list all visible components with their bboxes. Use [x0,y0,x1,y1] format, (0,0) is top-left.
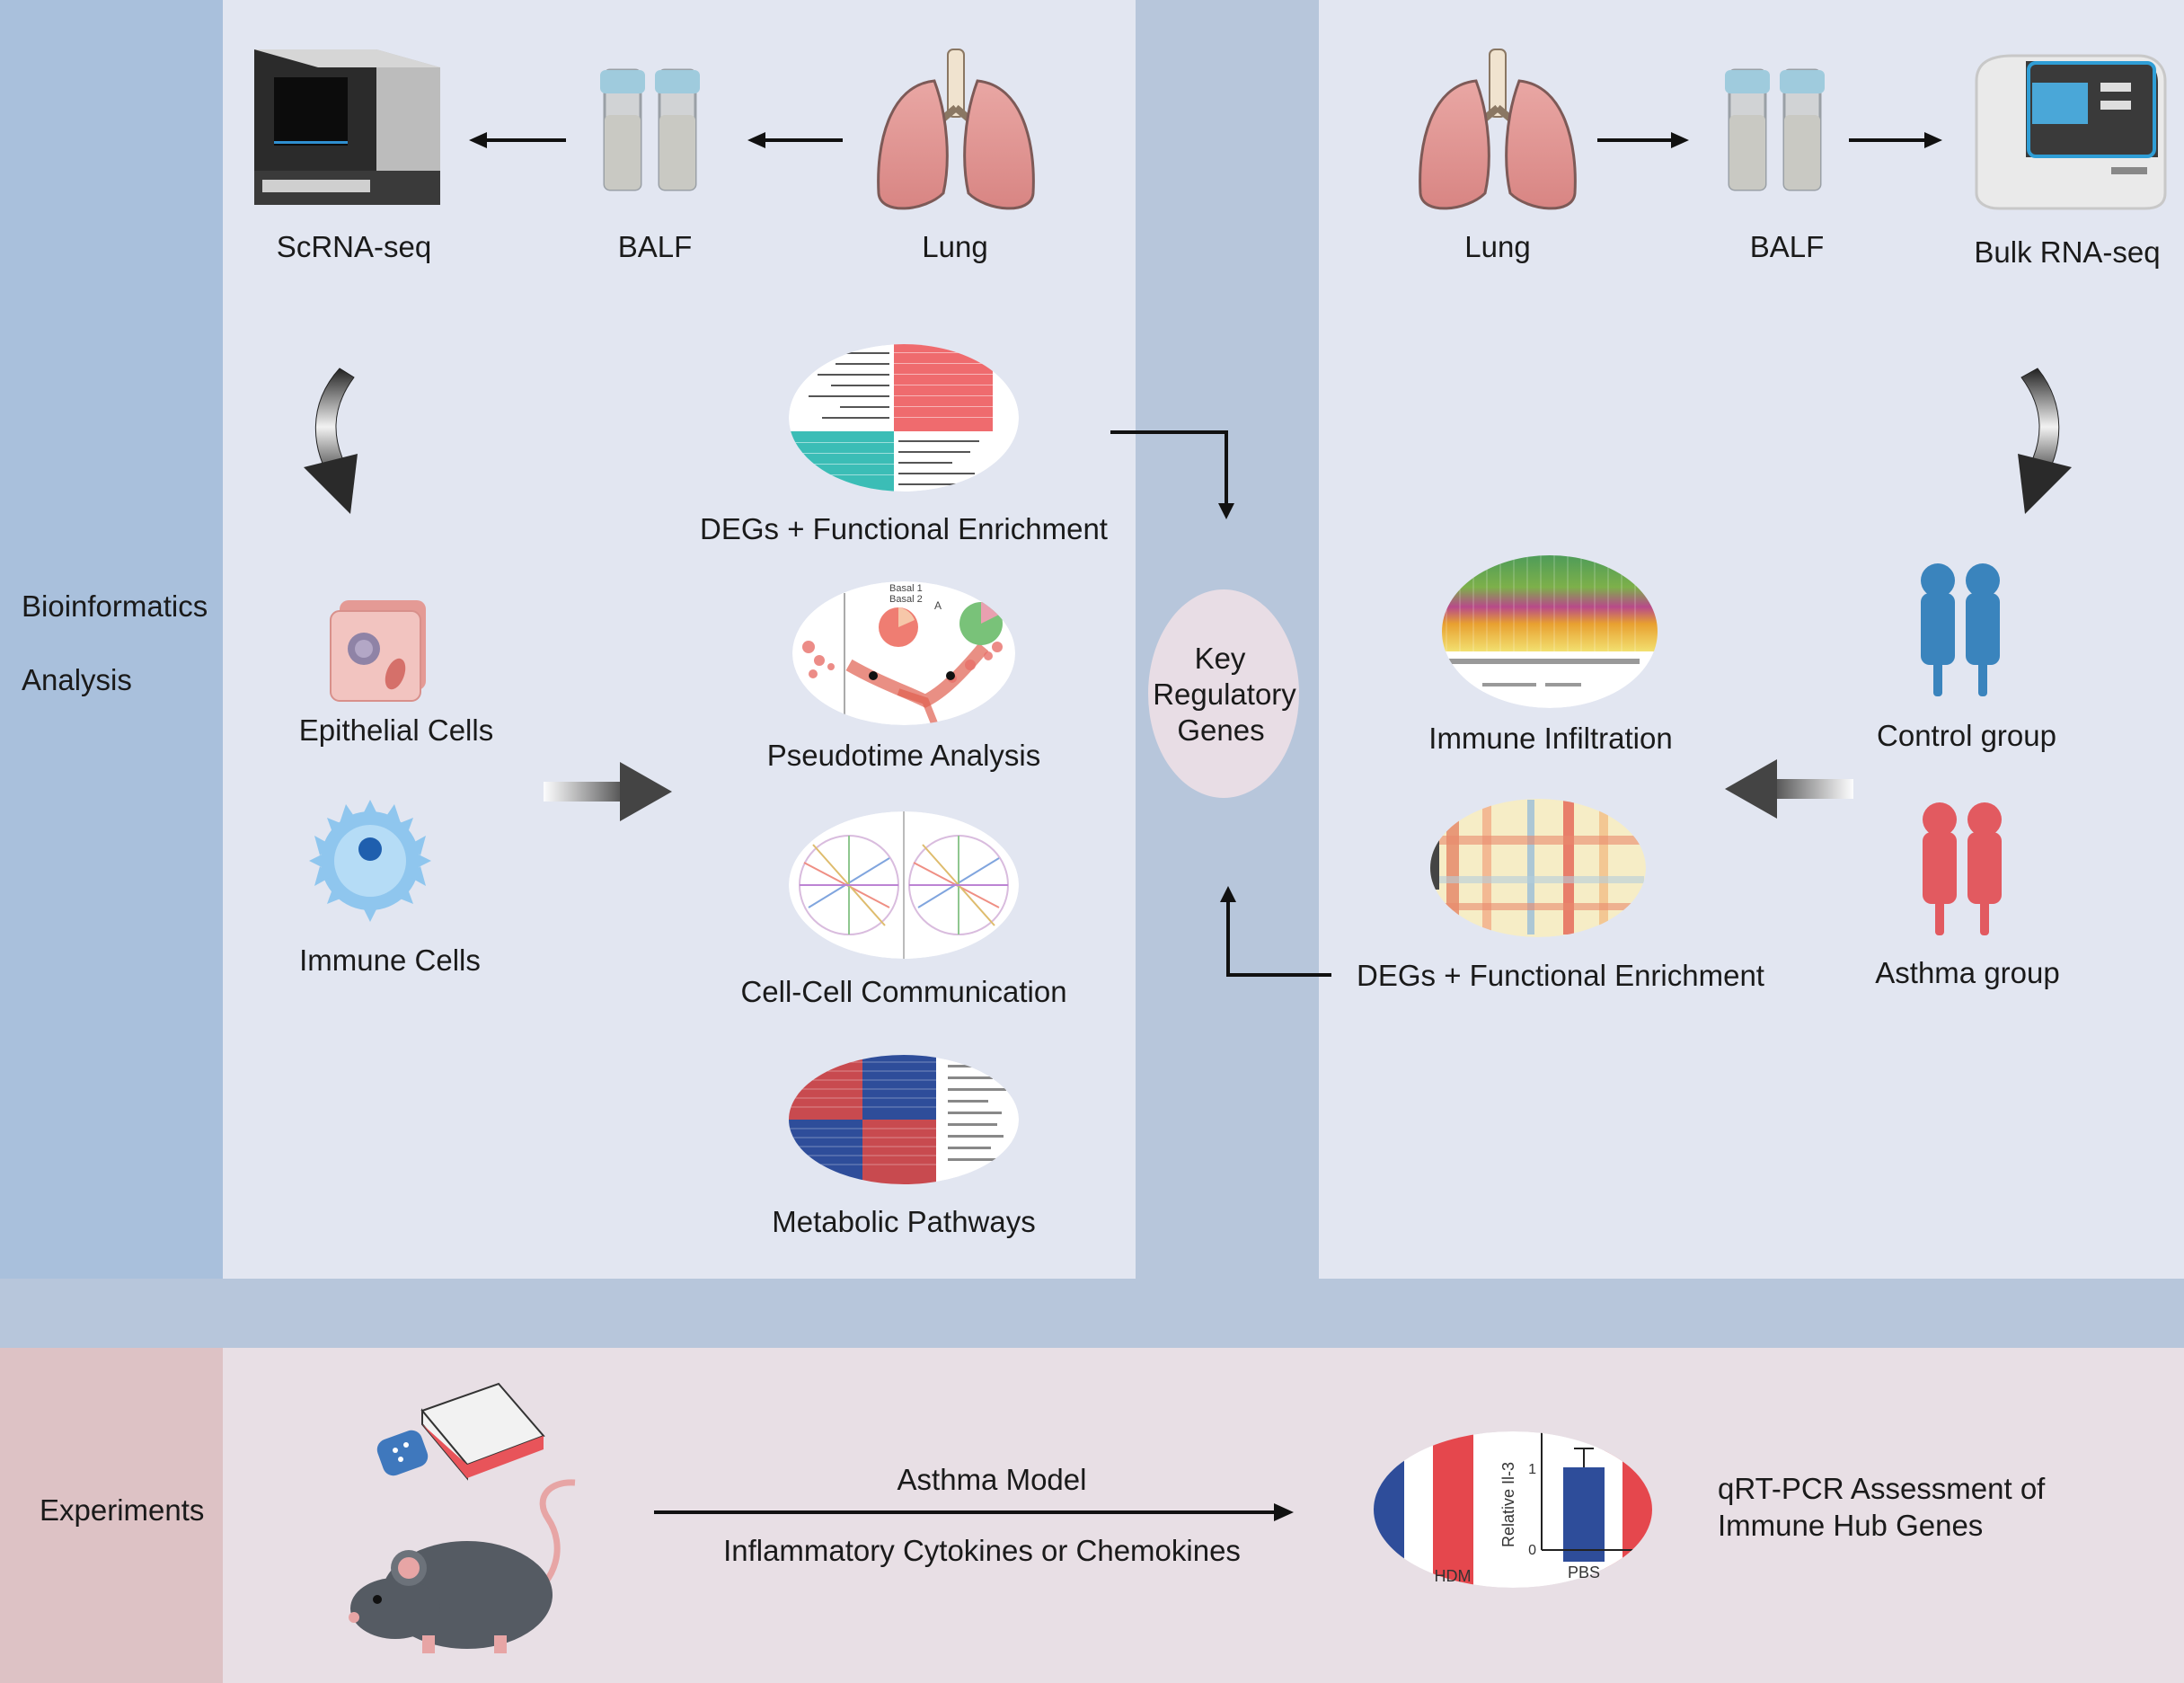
label-balf-left: BALF [617,230,693,263]
arrow-lung-to-balf-right [1597,132,1689,148]
label-immune-infiltration: Immune Infiltration [1428,722,1673,755]
label-lung-left: Lung [922,230,988,263]
pseudotime-panel-letter: A [934,599,942,612]
metabolic-thumbnail [789,1055,1019,1184]
degs-heatmap-thumbnail [1430,799,1646,937]
analysis-label: Analysis [22,663,132,696]
lung-icon-right [1419,49,1577,210]
label-control-group: Control group [1877,719,2056,752]
label-lung-right: Lung [1464,230,1531,263]
bioinformatics-label: Bioinformatics [22,589,208,623]
label-cytokines: Inflammatory Cytokines or Chemokines [723,1534,1241,1567]
label-asthma-model: Asthma Model [897,1463,1087,1496]
bar-cat-hdm: HDM [1435,1567,1472,1585]
mouse-icon [349,1479,576,1653]
label-degs-right: DEGs + Functional Enrichment [1357,959,1764,992]
label-asthma-group: Asthma group [1875,956,2060,989]
arrow-balf-to-scrna [469,132,566,148]
cellcell-thumbnail [789,811,1019,959]
sequencer-icon [254,49,440,205]
arrow-degs-to-key [1110,430,1234,519]
label-balf-right: BALF [1749,230,1825,263]
curved-arrow-right [2018,368,2072,514]
label-qrtpcr-line2: Immune Hub Genes [1718,1509,1984,1542]
label-degs-left: DEGs + Functional Enrichment [700,512,1108,545]
label-pseudotime: Pseudotime Analysis [766,739,1041,772]
asthma-group-icon [1923,802,2002,935]
pseudotime-legend-basal2: Basal 2 [889,594,923,605]
label-metabolic: Metabolic Pathways [772,1205,1036,1238]
immune-infiltration-thumbnail [1442,555,1658,708]
label-cellcell: Cell-Cell Communication [740,975,1067,1008]
control-group-icon [1921,563,2000,696]
pseudotime-thumbnail: Basal 1 Basal 2 A [792,581,1015,725]
bar-ytick-0: 0 [1528,1543,1536,1558]
label-key-line2: Regulatory [1153,678,1296,711]
label-key-line1: Key [1194,642,1246,675]
key-genes-ellipse [1148,589,1299,798]
arrow-right-degs-to-key [1220,886,1331,977]
arrow-cells-to-analysis [544,762,672,821]
qrtpcr-bar-chart: 1 0 Relative Il-3 HDM PBS [1374,1431,1652,1588]
label-qrtpcr-line1: qRT-PCR Assessment of [1718,1472,2046,1505]
cell-flask-icon [376,1382,545,1481]
immune-cell-icon [309,800,431,922]
bar-cat-pbs: PBS [1568,1563,1600,1581]
label-bulk-rna-seq: Bulk RNA-seq [1974,235,2161,269]
label-scrna-seq: ScRNA-seq [276,230,432,263]
arrow-lung-to-balf [747,132,843,148]
balf-tubes-icon-right [1725,68,1825,191]
label-immune-cells: Immune Cells [299,943,481,977]
arrow-groups-to-analysis [1725,759,1853,819]
bar-ytick-1: 1 [1528,1462,1536,1477]
degs-enrichment-thumbnail [789,344,1019,492]
experiments-label: Experiments [40,1493,205,1527]
arrow-asthma-model [654,1503,1294,1521]
label-epithelial-cells: Epithelial Cells [298,713,494,747]
epithelial-cell-icon [330,600,426,702]
pseudotime-legend-basal1: Basal 1 [889,583,923,594]
curved-arrow-left [304,368,358,514]
lung-icon-left [877,49,1035,210]
bioinformatics-band [0,0,223,1279]
bar-ylabel: Relative Il-3 [1499,1462,1517,1547]
experiments-band [0,1348,223,1683]
bulk-sequencer-icon [1975,54,2167,210]
arrow-balf-to-bulk [1849,132,1942,148]
balf-tubes-icon-left [600,68,700,191]
label-key-line3: Genes [1177,713,1265,747]
